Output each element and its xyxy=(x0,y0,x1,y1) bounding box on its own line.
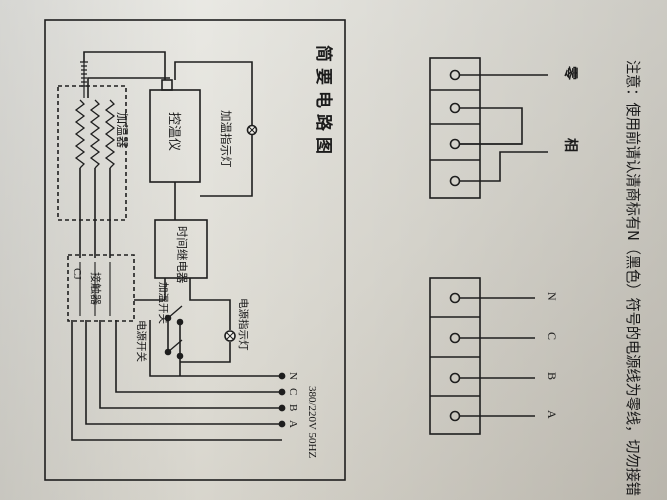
diagram-title: 简要电路图 xyxy=(313,45,334,160)
relay-box xyxy=(154,219,208,279)
circuit-diagram xyxy=(44,19,346,481)
usage-note: 注意：使用前请认清商标有N（黑色）符号的电源线为零线，切勿接错 xyxy=(624,60,642,496)
three-phase-a-label: A xyxy=(545,410,559,419)
contactor-label: 接触器 xyxy=(89,272,103,305)
heater-box xyxy=(57,85,127,221)
contactor-code-label: CJ xyxy=(71,268,83,280)
heating-lamp-label: 加温指示灯 xyxy=(219,110,233,168)
diagram-terminal-letters: N C B A xyxy=(287,372,299,428)
spec-line: 380/220V 50HZ xyxy=(306,386,318,458)
diagram-frame xyxy=(44,19,346,481)
three-phase-c-label: C xyxy=(545,332,559,340)
three-phase-letters: N C B A xyxy=(545,292,559,419)
three-phase-n-label: N xyxy=(545,292,559,301)
live-label: 相 xyxy=(562,138,579,152)
contactor-box xyxy=(67,254,135,322)
power-lamp-label: 电源指示灯 xyxy=(237,298,250,351)
heater-label: 加温器 xyxy=(115,112,129,148)
terminal-c-label: C xyxy=(287,388,299,395)
terminal-n-label: N xyxy=(287,372,299,380)
terminal-b-label: B xyxy=(287,404,299,411)
heat-switch-label: 加温开关 xyxy=(157,282,170,324)
controller-label: 控温仪 xyxy=(166,112,181,151)
relay-label: 时间继电器 xyxy=(175,226,189,284)
terminal-a-label: A xyxy=(287,420,299,428)
three-phase-b-label: B xyxy=(545,372,559,380)
three-phase-terminal-block xyxy=(429,277,535,435)
single-phase-terminal-block xyxy=(429,57,548,199)
power-switch-label: 电源开关 xyxy=(135,320,148,362)
heater-coils xyxy=(74,99,116,169)
diagram-labels: 简要电路图 加温器 控温仪 加温指示灯 时间继电器 CJ 接触器 电源指示灯 加… xyxy=(71,45,334,458)
neutral-label: 零 xyxy=(562,65,579,81)
